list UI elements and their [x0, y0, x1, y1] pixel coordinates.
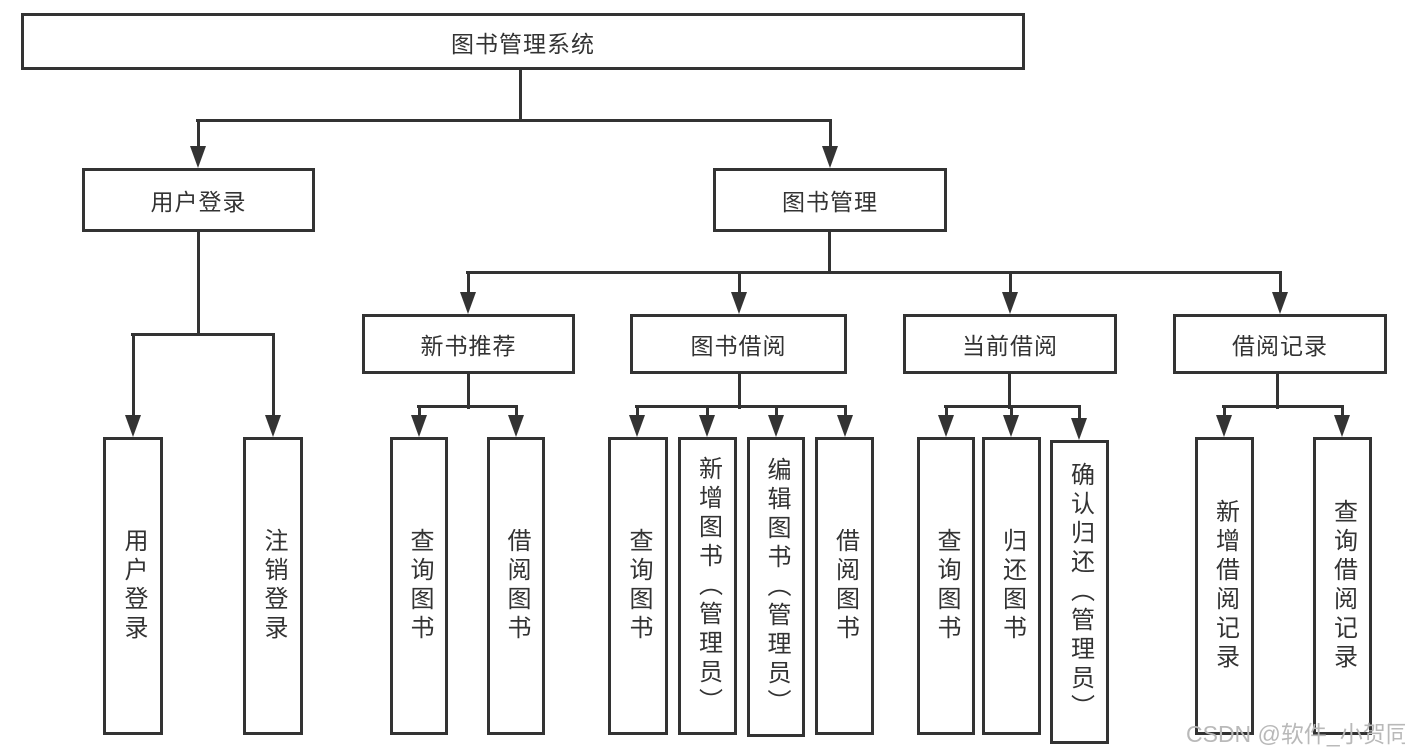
leaf-edit-books-admin: 编辑图书（管理员） [747, 437, 805, 737]
node-label: 图书管理系统 [451, 30, 595, 57]
connector-line [466, 271, 1281, 274]
csdn-watermark: CSDN @软件_小贺同学 [1186, 721, 1405, 747]
down-arrow [1002, 271, 1018, 314]
connector-line [197, 230, 200, 336]
node-borrowing-records: 借阅记录 [1173, 314, 1387, 374]
connector-line [738, 372, 741, 409]
connector-line [1276, 372, 1279, 409]
leaf-label: 查询图书 [933, 528, 960, 644]
leaf-add-books-admin: 新增图书（管理员） [678, 437, 737, 735]
node-current-borrowing: 当前借阅 [903, 314, 1117, 374]
node-label: 新书推荐 [420, 333, 517, 359]
leaf-borrow-books-recommend: 借阅图书 [487, 437, 545, 735]
down-arrow [411, 405, 427, 437]
leaf-label: 编辑图书（管理员） [763, 456, 790, 718]
leaf-label: 注销登录 [260, 528, 287, 644]
leaf-logout: 注销登录 [243, 437, 303, 735]
down-arrow [731, 271, 747, 314]
down-arrow [629, 405, 645, 437]
down-arrow [1216, 405, 1232, 437]
node-user-login: 用户登录 [82, 168, 315, 232]
node-label: 图书管理 [782, 189, 878, 215]
leaf-confirm-return-admin: 确认归还（管理员） [1050, 440, 1109, 744]
connector-line [467, 372, 470, 409]
node-label: 用户登录 [150, 189, 247, 215]
down-arrow [768, 405, 784, 437]
leaf-user-login: 用户登录 [103, 437, 163, 735]
node-new-book-recommend: 新书推荐 [362, 314, 575, 374]
leaf-label: 借阅图书 [503, 528, 530, 644]
node-label: 图书借阅 [690, 333, 787, 359]
node-library-system: 图书管理系统 [21, 13, 1025, 70]
connector-line [417, 405, 518, 408]
leaf-query-borrow-record: 查询借阅记录 [1313, 437, 1372, 735]
leaf-label: 新增图书（管理员） [694, 455, 722, 717]
down-arrow [265, 333, 281, 437]
node-label: 借阅记录 [1232, 333, 1328, 359]
leaf-add-borrow-record: 新增借阅记录 [1195, 437, 1254, 735]
leaf-label: 查询图书 [406, 528, 433, 644]
connector-line [519, 69, 522, 120]
connector-line [196, 119, 832, 122]
leaf-label: 用户登录 [120, 528, 147, 644]
leaf-label: 借阅图书 [831, 528, 859, 644]
leaf-label: 新增借阅记录 [1211, 499, 1239, 673]
leaf-return-books: 归还图书 [982, 437, 1041, 735]
leaf-label: 查询图书 [625, 528, 652, 644]
leaf-label: 确认归还（管理员） [1066, 461, 1094, 723]
connector-line [1222, 405, 1344, 408]
down-arrow [1071, 405, 1087, 440]
down-arrow [699, 405, 715, 437]
connector-line [131, 333, 275, 336]
leaf-query-books-borrowing: 查询图书 [608, 437, 668, 735]
node-label: 当前借阅 [962, 333, 1058, 359]
leaf-borrow-books: 借阅图书 [815, 437, 874, 735]
connector-line [1008, 372, 1011, 409]
down-arrow [190, 119, 206, 168]
down-arrow [822, 119, 838, 168]
connector-line [944, 405, 1081, 408]
leaf-label: 归还图书 [998, 528, 1026, 644]
connector-line [635, 405, 847, 408]
down-arrow [837, 405, 853, 437]
down-arrow [125, 333, 141, 437]
down-arrow [460, 271, 476, 314]
down-arrow [938, 405, 954, 437]
leaf-label: 查询借阅记录 [1329, 499, 1357, 673]
down-arrow [508, 405, 524, 437]
down-arrow [1003, 405, 1019, 437]
leaf-query-books-current: 查询图书 [917, 437, 975, 735]
down-arrow [1334, 405, 1350, 437]
node-book-borrowing: 图书借阅 [630, 314, 847, 374]
connector-line [828, 230, 831, 274]
leaf-query-books-recommend: 查询图书 [390, 437, 448, 735]
node-book-management: 图书管理 [713, 168, 947, 232]
down-arrow [1272, 271, 1288, 314]
